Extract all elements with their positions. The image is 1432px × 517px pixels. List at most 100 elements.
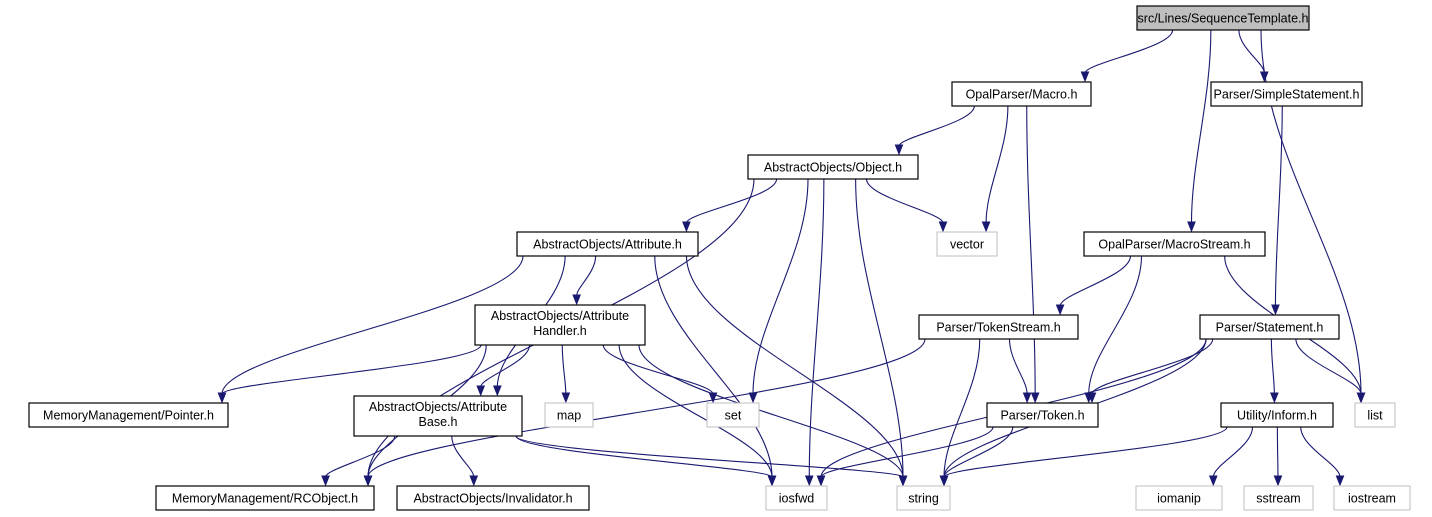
node-attribute[interactable]: AbstractObjects/Attribute.h (516, 231, 699, 257)
edge-attrhandler-to-attrbase (476, 344, 531, 397)
edge-inform-to-string (939, 426, 1228, 487)
node-rcobject[interactable]: MemoryManagement/RCObject.h (155, 485, 375, 511)
node-label: vector (950, 238, 984, 252)
edge-macrostream-to-tokenstream (1055, 255, 1132, 316)
node-label: AbstractObjects/Invalidator.h (413, 492, 572, 506)
node-pointer[interactable]: MemoryManagement/Pointer.h (28, 402, 229, 428)
node-statement[interactable]: Parser/Statement.h (1199, 314, 1340, 340)
node-root[interactable]: src/Lines/SequenceTemplate.h (1136, 5, 1310, 31)
edge-root-to-macrostream (1187, 29, 1212, 233)
edge-token-to-iosfwd (816, 426, 994, 487)
node-label: AbstractObjects/Attribute.h (533, 238, 682, 252)
node-box (936, 231, 998, 257)
edge-inform-to-iostream (1300, 426, 1345, 487)
node-inform[interactable]: Utility/Inform.h (1220, 402, 1334, 428)
edge-attrbase-to-string (515, 435, 908, 487)
node-box (896, 485, 951, 511)
node-label: AbstractObjects/Object.h (764, 161, 902, 175)
node-label: iostream (1348, 492, 1396, 506)
node-label: Parser/Token.h (1000, 409, 1084, 423)
node-vector[interactable]: vector (936, 231, 998, 257)
node-label: list (1367, 409, 1383, 423)
node-label: MemoryManagement/Pointer.h (43, 409, 214, 423)
node-box (544, 402, 594, 428)
node-box (28, 402, 229, 428)
edge-tokenstream-to-string (939, 338, 981, 487)
node-set[interactable]: set (706, 402, 760, 428)
node-label: sstream (1256, 492, 1300, 506)
edge-attrhandler-to-pointer (217, 344, 482, 404)
edge-statement-to-list (1295, 338, 1366, 404)
node-macro[interactable]: OpalParser/Macro.h (951, 81, 1092, 107)
node-box (1220, 402, 1334, 428)
node-box (1199, 314, 1340, 340)
edge-inform-to-sstream (1273, 426, 1283, 487)
edge-macro-to-token (1026, 105, 1040, 404)
node-box (706, 402, 760, 428)
node-box (1136, 5, 1310, 31)
node-label: Parser/Statement.h (1216, 321, 1324, 335)
node-simplestmt[interactable]: Parser/SimpleStatement.h (1210, 81, 1363, 107)
node-macrostream[interactable]: OpalParser/MacroStream.h (1083, 231, 1266, 257)
edge-tokenstream-to-token (1008, 338, 1032, 404)
edge-root-to-macro (1080, 29, 1174, 83)
node-string[interactable]: string (896, 485, 951, 511)
node-object[interactable]: AbstractObjects/Object.h (747, 154, 919, 180)
node-tokenstream[interactable]: Parser/TokenStream.h (918, 314, 1079, 340)
edge-simplestmt-to-statement (1271, 105, 1283, 316)
node-label: src/Lines/SequenceTemplate.h (1138, 12, 1309, 26)
node-box (1210, 81, 1363, 107)
node-label: AbstractObjects/Attribute (369, 400, 507, 414)
node-label: OpalParser/Macro.h (966, 88, 1078, 102)
node-label: Parser/TokenStream.h (936, 321, 1060, 335)
edge-statement-to-inform (1270, 338, 1279, 404)
node-box (1083, 231, 1266, 257)
node-label: MemoryManagement/RCObject.h (172, 492, 358, 506)
node-label: AbstractObjects/Attribute (491, 309, 629, 323)
node-box (918, 314, 1079, 340)
node-box (516, 231, 699, 257)
node-label: set (725, 409, 742, 423)
node-label: map (557, 409, 581, 423)
node-box (1333, 485, 1411, 511)
node-iomanip[interactable]: iomanip (1135, 485, 1223, 511)
edge-tokenstream-to-rcobject (363, 338, 926, 487)
edge-token-to-string (939, 426, 1014, 487)
node-box (474, 304, 646, 346)
edge-object-to-vector (865, 178, 948, 233)
node-label: Base.h (419, 415, 458, 429)
edge-object-to-set (748, 178, 809, 404)
node-iostream[interactable]: iostream (1333, 485, 1411, 511)
edge-root-to-simplestmt (1238, 29, 1269, 83)
node-box (765, 485, 828, 511)
node-label: Parser/SimpleStatement.h (1214, 88, 1360, 102)
edge-macro-to-vector (981, 105, 1009, 233)
node-box (1243, 485, 1314, 511)
edge-macro-to-object (894, 105, 975, 156)
node-label: iosfwd (779, 492, 814, 506)
node-map[interactable]: map (544, 402, 594, 428)
node-label: OpalParser/MacroStream.h (1098, 238, 1250, 252)
edge-object-to-attribute (682, 178, 778, 233)
node-invalidator[interactable]: AbstractObjects/Invalidator.h (396, 485, 590, 511)
edge-attribute-to-iosfwd (654, 255, 777, 487)
edge-attribute-to-attrhandler (572, 255, 597, 306)
edge-object-to-iosfwd (804, 178, 825, 487)
node-box (747, 154, 919, 180)
edge-attrbase-to-rcobject (321, 435, 396, 487)
node-box (951, 81, 1092, 107)
node-iosfwd[interactable]: iosfwd (765, 485, 828, 511)
node-box (396, 485, 590, 511)
edge-statement-to-token (1087, 338, 1214, 404)
node-label: iomanip (1157, 492, 1201, 506)
node-list[interactable]: list (1354, 402, 1396, 428)
node-box (1135, 485, 1223, 511)
node-token[interactable]: Parser/Token.h (986, 402, 1099, 428)
edge-inform-to-iomanip (1208, 426, 1254, 487)
edge-attrhandler-to-set (602, 344, 718, 404)
node-label: Utility/Inform.h (1237, 409, 1317, 423)
node-sstream[interactable]: sstream (1243, 485, 1314, 511)
